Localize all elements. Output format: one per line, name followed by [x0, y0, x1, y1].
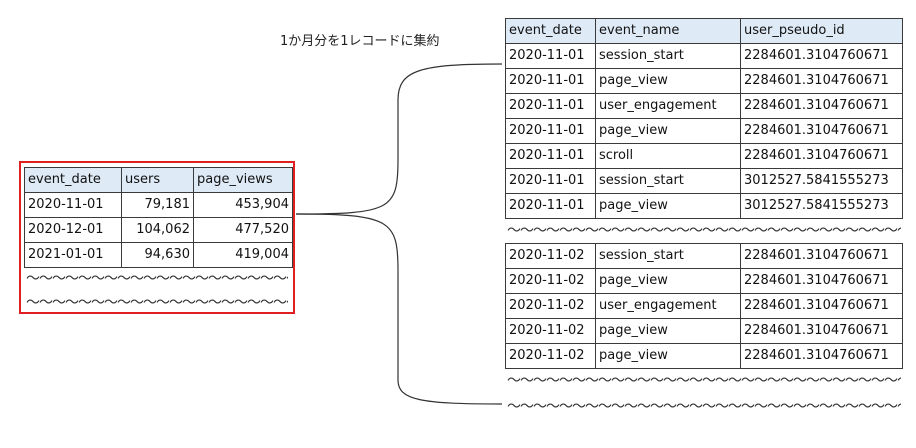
aggregation-caption: 1か月分を1レコードに集約 [280, 34, 440, 49]
raw-events-table-day1: event_date event_name user_pseudo_id 202… [505, 18, 903, 219]
continuation-marker: ～～～～～～～～～～～～～～～～～～～～～～～～～～～～～～～～ [507, 223, 901, 239]
cell-event-date: 2020-11-02 [505, 343, 596, 369]
cell-event-date: 2020-11-02 [505, 293, 596, 319]
raw-events-table-day2: 2020-11-02 session_start 2284601.3104760… [505, 243, 903, 369]
brace-lower-curve [295, 213, 503, 405]
table-row: 2020-11-01 scroll 2284601.3104760671 [505, 143, 903, 169]
column-header: user_pseudo_id [740, 18, 903, 44]
cell-event-name: scroll [595, 143, 741, 169]
cell-user-pseudo-id: 2284601.3104760671 [740, 93, 903, 119]
cell-event-date: 2020-11-01 [505, 68, 596, 94]
column-header: event_date [505, 18, 596, 44]
column-header: page_views [193, 167, 293, 193]
table-row: 2020-11-01 session_start 2284601.3104760… [505, 43, 903, 69]
cell-event-name: user_engagement [595, 93, 741, 119]
column-header: users [121, 167, 194, 193]
continuation-marker: ～～～～～～～～～～～～～～～～～～～～～～～～～～～～～～～～ [507, 373, 901, 389]
cell-page-views: 453,904 [193, 192, 293, 218]
cell-event-date: 2020-11-01 [505, 193, 596, 219]
table-row: 2020-11-01 page_view 3012527.5841555273 [505, 193, 903, 219]
cell-user-pseudo-id: 2284601.3104760671 [740, 143, 903, 169]
cell-event-date: 2020-11-01 [505, 143, 596, 169]
cell-event-name: user_engagement [595, 293, 741, 319]
column-header: event_date [24, 167, 122, 193]
cell-event-name: session_start [595, 168, 741, 194]
cell-user-pseudo-id: 2284601.3104760671 [740, 43, 903, 69]
cell-event-date: 2020-11-02 [505, 318, 596, 344]
cell-users: 104,062 [121, 217, 194, 243]
table-row: 2020-11-01 user_engagement 2284601.31047… [505, 93, 903, 119]
column-header: event_name [595, 18, 741, 44]
aggregated-table: event_date users page_views 2020-11-01 7… [24, 167, 293, 268]
cell-event-name: page_view [595, 118, 741, 144]
aggregated-result-highlight [19, 161, 295, 314]
continuation-marker: ～～～～～～～～～～～～～～～～～～～～～～～～～～～～～～～～ [507, 399, 901, 415]
cell-event-date: 2020-11-01 [505, 168, 596, 194]
cell-event-name: page_view [595, 268, 741, 294]
table-row: 2021-01-01 94,630 419,004 [24, 242, 293, 268]
cell-user-pseudo-id: 2284601.3104760671 [740, 318, 903, 344]
cell-user-pseudo-id: 2284601.3104760671 [740, 243, 903, 269]
cell-user-pseudo-id: 3012527.5841555273 [740, 168, 903, 194]
cell-user-pseudo-id: 2284601.3104760671 [740, 68, 903, 94]
cell-event-date: 2020-12-01 [24, 217, 122, 243]
cell-event-name: session_start [595, 43, 741, 69]
cell-user-pseudo-id: 2284601.3104760671 [740, 343, 903, 369]
table-row: 2020-11-01 page_view 2284601.3104760671 [505, 68, 903, 94]
continuation-marker: ～～～～～～～～～～～～～～～～～～～～～ [26, 271, 288, 287]
cell-event-name: page_view [595, 68, 741, 94]
table-row: 2020-11-02 page_view 2284601.3104760671 [505, 318, 903, 344]
table-row: 2020-11-02 session_start 2284601.3104760… [505, 243, 903, 269]
table-header-row: event_date users page_views [24, 167, 293, 193]
cell-users: 94,630 [121, 242, 194, 268]
cell-event-name: page_view [595, 343, 741, 369]
cell-page-views: 419,004 [193, 242, 293, 268]
cell-event-date: 2021-01-01 [24, 242, 122, 268]
cell-user-pseudo-id: 2284601.3104760671 [740, 118, 903, 144]
cell-event-date: 2020-11-01 [24, 192, 122, 218]
cell-page-views: 477,520 [193, 217, 293, 243]
cell-user-pseudo-id: 2284601.3104760671 [740, 293, 903, 319]
cell-event-name: page_view [595, 318, 741, 344]
table-row: 2020-12-01 104,062 477,520 [24, 217, 293, 243]
table-row: 2020-11-02 page_view 2284601.3104760671 [505, 268, 903, 294]
cell-event-name: session_start [595, 243, 741, 269]
table-row: 2020-11-01 session_start 3012527.5841555… [505, 168, 903, 194]
cell-users: 79,181 [121, 192, 194, 218]
table-row: 2020-11-02 page_view 2284601.3104760671 [505, 343, 903, 369]
table-row: 2020-11-01 page_view 2284601.3104760671 [505, 118, 903, 144]
cell-event-date: 2020-11-01 [505, 118, 596, 144]
cell-event-date: 2020-11-01 [505, 43, 596, 69]
cell-event-name: page_view [595, 193, 741, 219]
continuation-marker: ～～～～～～～～～～～～～～～～～～～～～ [26, 295, 288, 311]
cell-event-date: 2020-11-02 [505, 268, 596, 294]
cell-user-pseudo-id: 2284601.3104760671 [740, 268, 903, 294]
cell-event-date: 2020-11-02 [505, 243, 596, 269]
cell-event-date: 2020-11-01 [505, 93, 596, 119]
table-row: 2020-11-02 user_engagement 2284601.31047… [505, 293, 903, 319]
cell-user-pseudo-id: 3012527.5841555273 [740, 193, 903, 219]
brace-upper-curve [295, 63, 503, 215]
table-row: 2020-11-01 79,181 453,904 [24, 192, 293, 218]
table-header-row: event_date event_name user_pseudo_id [505, 18, 903, 44]
